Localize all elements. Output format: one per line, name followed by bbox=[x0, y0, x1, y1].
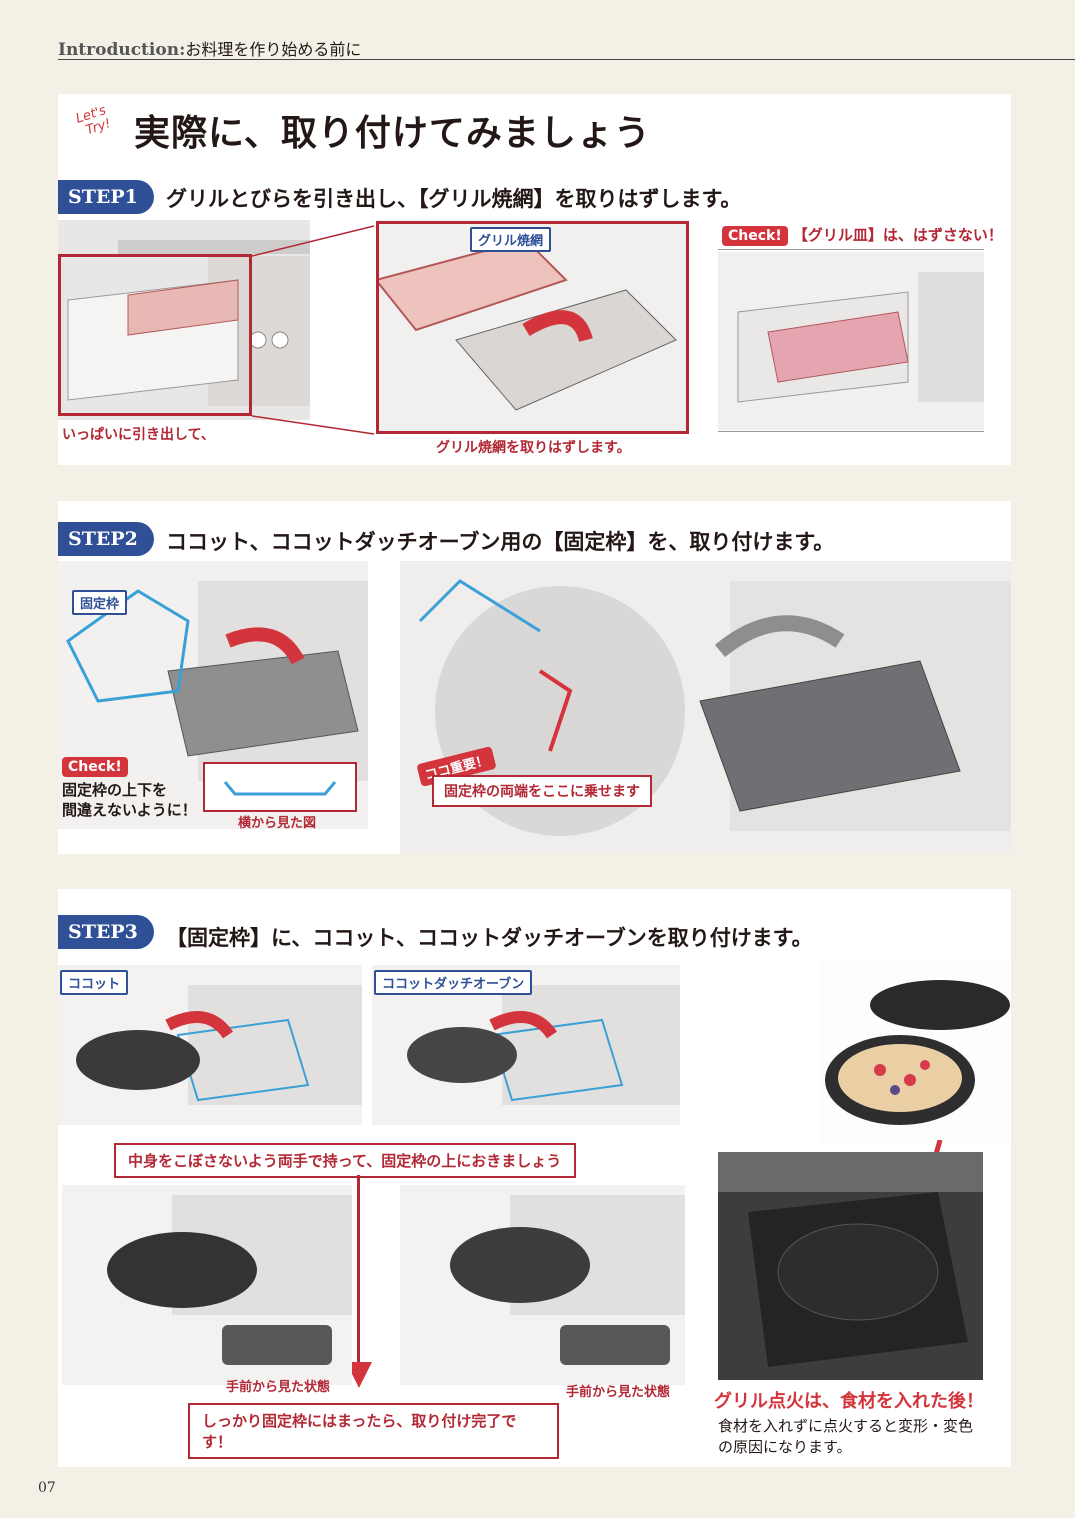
ignition-warning-text: 食材を入れずに点火すると変形・変色 の原因になります。 bbox=[718, 1416, 973, 1458]
hold-callout: 中身をこぼさないよう両手で持って、固定枠の上におきましょう bbox=[114, 1143, 576, 1178]
step3-badge: STEP3 bbox=[58, 915, 154, 949]
side-view-frame-icon bbox=[223, 781, 337, 796]
step1-drawer-illustration bbox=[58, 220, 310, 420]
step2-check: Check! bbox=[62, 756, 128, 777]
page-number: 07 bbox=[38, 1480, 56, 1496]
step2-check-text: 固定枠の上下を 間違えないように！ bbox=[62, 780, 197, 820]
grill-with-dutch-oven-icon bbox=[718, 1152, 983, 1380]
dutch-oven-food-icon bbox=[820, 960, 1010, 1145]
section-subtitle: お料理を作り始める前に bbox=[185, 40, 362, 59]
pull-highlight-box bbox=[58, 254, 252, 416]
down-arrow-icon bbox=[346, 1362, 372, 1388]
step1-connector-arrows bbox=[251, 225, 375, 435]
page-header: Introduction:お料理を作り始める前に bbox=[58, 36, 361, 60]
front-view-caption-1: 手前から見た状態 bbox=[226, 1380, 331, 1395]
check-line2: 間違えないように！ bbox=[62, 801, 197, 819]
warning-line1: 食材を入れずに点火すると変形・変色 bbox=[718, 1417, 974, 1435]
header-separator: : bbox=[179, 40, 186, 60]
header-rule bbox=[58, 59, 1075, 60]
page-title: 実際に、取り付けてみましょう bbox=[134, 113, 651, 154]
done-callout: しっかり固定枠にはまったら、取り付け完了です！ bbox=[188, 1403, 559, 1459]
fixed-frame-label: 固定枠 bbox=[72, 590, 128, 615]
step2-mount-illustration bbox=[400, 561, 1011, 854]
flow-line bbox=[357, 1175, 360, 1365]
check-rule-bottom bbox=[718, 431, 984, 432]
check-text: 【グリル皿】は、はずさない！ bbox=[792, 226, 1003, 244]
front-view-caption-2: 手前から見た状態 bbox=[566, 1385, 671, 1400]
check-line1: 固定枠の上下を bbox=[62, 781, 168, 799]
check-badge: Check! bbox=[722, 226, 788, 246]
grill-drawer-icon bbox=[58, 220, 310, 420]
step1-badge: STEP1 bbox=[58, 180, 154, 214]
step2-badge: STEP2 bbox=[58, 522, 154, 556]
dutch-oven-mounted-icon bbox=[400, 1185, 685, 1385]
cocotte-mounted-illustration bbox=[62, 1185, 352, 1385]
food-photo bbox=[820, 960, 1010, 1145]
remove-highlight-box bbox=[376, 221, 689, 434]
grill-plate-icon bbox=[718, 252, 984, 430]
grill-plate-illustration bbox=[718, 252, 984, 430]
caption-pull-out: いっぱいに引き出して、 bbox=[62, 427, 215, 443]
cocotte-mounted-icon bbox=[62, 1185, 352, 1385]
side-view-box bbox=[203, 762, 357, 812]
step2-check-badge: Check! bbox=[62, 757, 128, 777]
warning-line2: の原因になります。 bbox=[718, 1438, 852, 1456]
frame-mount-icon bbox=[400, 561, 1011, 854]
ignition-warning-title: グリル点火は、食材を入れた後！ bbox=[714, 1391, 984, 1412]
caption-remove-net: グリル焼網を取りはずします。 bbox=[436, 440, 631, 456]
grill-net-label: グリル焼網 bbox=[470, 227, 552, 252]
step1-heading: グリルとびらを引き出し、【グリル焼網】を取りはずします。 bbox=[166, 187, 742, 211]
step3-heading: 【固定枠】に、ココット、ココットダッチオーブンを取り付けます。 bbox=[166, 926, 813, 950]
step1-check: Check! 【グリル皿】は、はずさない！ bbox=[722, 224, 1003, 246]
grill-photo bbox=[718, 1152, 983, 1380]
step1-net-illustration bbox=[376, 220, 689, 432]
dutch-oven-mounted-illustration bbox=[400, 1185, 685, 1385]
grill-net-icon bbox=[376, 220, 689, 432]
side-view-caption: 横から見た図 bbox=[238, 816, 317, 831]
check-rule-top bbox=[718, 249, 984, 250]
mount-callout: 固定枠の両端をここに乗せます bbox=[432, 775, 652, 807]
section-title: Introduction bbox=[58, 40, 180, 60]
step2-heading: ココット、ココットダッチオーブン用の【固定枠】を、取り付けます。 bbox=[166, 530, 835, 554]
dutch-oven-label: ココットダッチオーブン bbox=[374, 970, 533, 995]
cocotte-label: ココット bbox=[60, 970, 129, 995]
